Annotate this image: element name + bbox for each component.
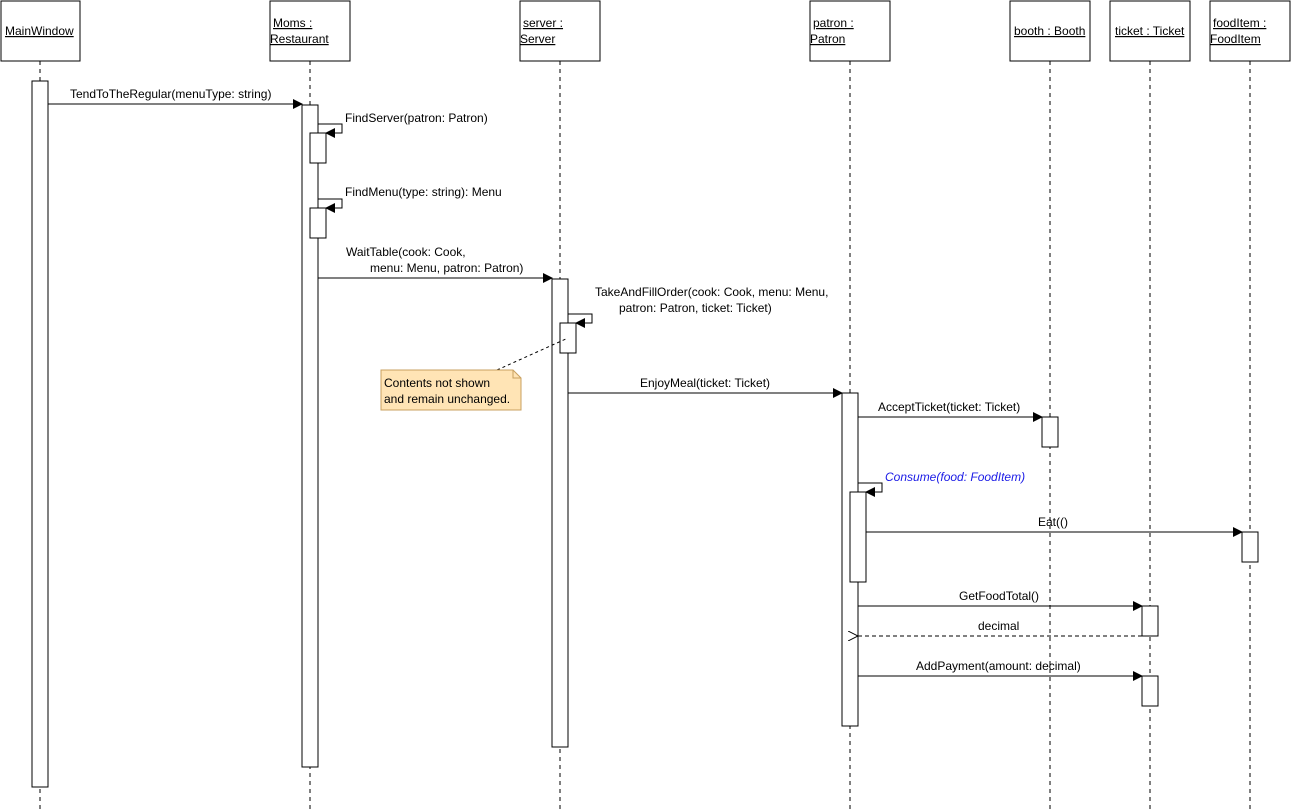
message-label: TakeAndFillOrder(cook: Cook, menu: Menu, xyxy=(595,285,828,299)
activation-bar xyxy=(559,322,577,354)
lifeline-booth: booth : Booth xyxy=(1009,0,1091,811)
lifeline-label: Patron xyxy=(810,32,845,46)
message-label: WaitTable(cook: Cook, xyxy=(346,245,466,259)
message-waittable: WaitTable(cook: Cook, menu: Menu, patron… xyxy=(318,245,553,283)
lifeline-label: foodItem : xyxy=(1213,16,1266,30)
lifeline-label: booth : Booth xyxy=(1014,24,1085,38)
message-enjoymeal: EnjoyMeal(ticket: Ticket) xyxy=(568,376,843,398)
note: Contents not shown and remain unchanged. xyxy=(380,337,569,411)
lifeline-label: Restaurant xyxy=(270,32,329,46)
lifeline-label: server : xyxy=(523,16,563,30)
message-decimal-return: decimal xyxy=(858,619,1142,636)
lifeline-label: MainWindow xyxy=(5,24,74,38)
note-text: Contents not shown xyxy=(384,376,490,390)
message-acceptticket: AcceptTicket(ticket: Ticket) xyxy=(858,400,1043,422)
lifeline-label: FoodItem xyxy=(1210,32,1261,46)
message-consume: Consume(food: FoodItem) xyxy=(858,470,1025,497)
message-label: menu: Menu, patron: Patron) xyxy=(370,261,523,275)
lifeline-label: patron : xyxy=(813,16,854,30)
lifeline-label: ticket : Ticket xyxy=(1115,24,1185,38)
message-label: AddPayment(amount: decimal) xyxy=(916,659,1081,673)
activation-bar xyxy=(1141,675,1159,707)
activation-bar xyxy=(1041,416,1059,448)
message-takeandfill: TakeAndFillOrder(cook: Cook, menu: Menu,… xyxy=(568,285,828,328)
activation-bar xyxy=(1241,531,1259,563)
lifeline-label: Moms : xyxy=(273,16,312,30)
message-label: FindMenu(type: string): Menu xyxy=(345,185,502,199)
message-tend: TendToTheRegular(menuType: string) xyxy=(48,87,303,109)
message-label: EnjoyMeal(ticket: Ticket) xyxy=(640,376,770,390)
message-getfoodtotal: GetFoodTotal() xyxy=(858,589,1143,611)
message-findserver: FindServer(patron: Patron) xyxy=(318,111,488,138)
lifeline-fooditem: foodItem : FoodItem xyxy=(1209,0,1291,811)
message-label: FindServer(patron: Patron) xyxy=(345,111,488,125)
activation-bar xyxy=(551,278,569,748)
activation-bar xyxy=(301,104,319,768)
activation-bar xyxy=(309,132,327,164)
activation-bar xyxy=(849,491,867,583)
message-label: GetFoodTotal() xyxy=(959,589,1039,603)
message-eat: Eat(() xyxy=(866,515,1243,537)
message-addpayment: AddPayment(amount: decimal) xyxy=(858,659,1143,681)
lifeline-server: server : Server xyxy=(519,0,601,811)
note-text: and remain unchanged. xyxy=(384,392,510,406)
activation-bar xyxy=(309,207,327,239)
message-label: TendToTheRegular(menuType: string) xyxy=(70,87,271,101)
message-label: AcceptTicket(ticket: Ticket) xyxy=(878,400,1020,414)
message-label: decimal xyxy=(978,619,1019,633)
activation-bar xyxy=(31,80,49,788)
lifeline-moms: Moms : Restaurant xyxy=(269,0,351,811)
lifeline-label: Server xyxy=(520,32,555,46)
message-findmenu: FindMenu(type: string): Menu xyxy=(318,185,502,213)
message-label: Consume(food: FoodItem) xyxy=(885,470,1025,484)
message-label: Eat(() xyxy=(1038,515,1068,529)
activation-bar xyxy=(1141,605,1159,637)
message-label: patron: Patron, ticket: Ticket) xyxy=(619,301,772,315)
